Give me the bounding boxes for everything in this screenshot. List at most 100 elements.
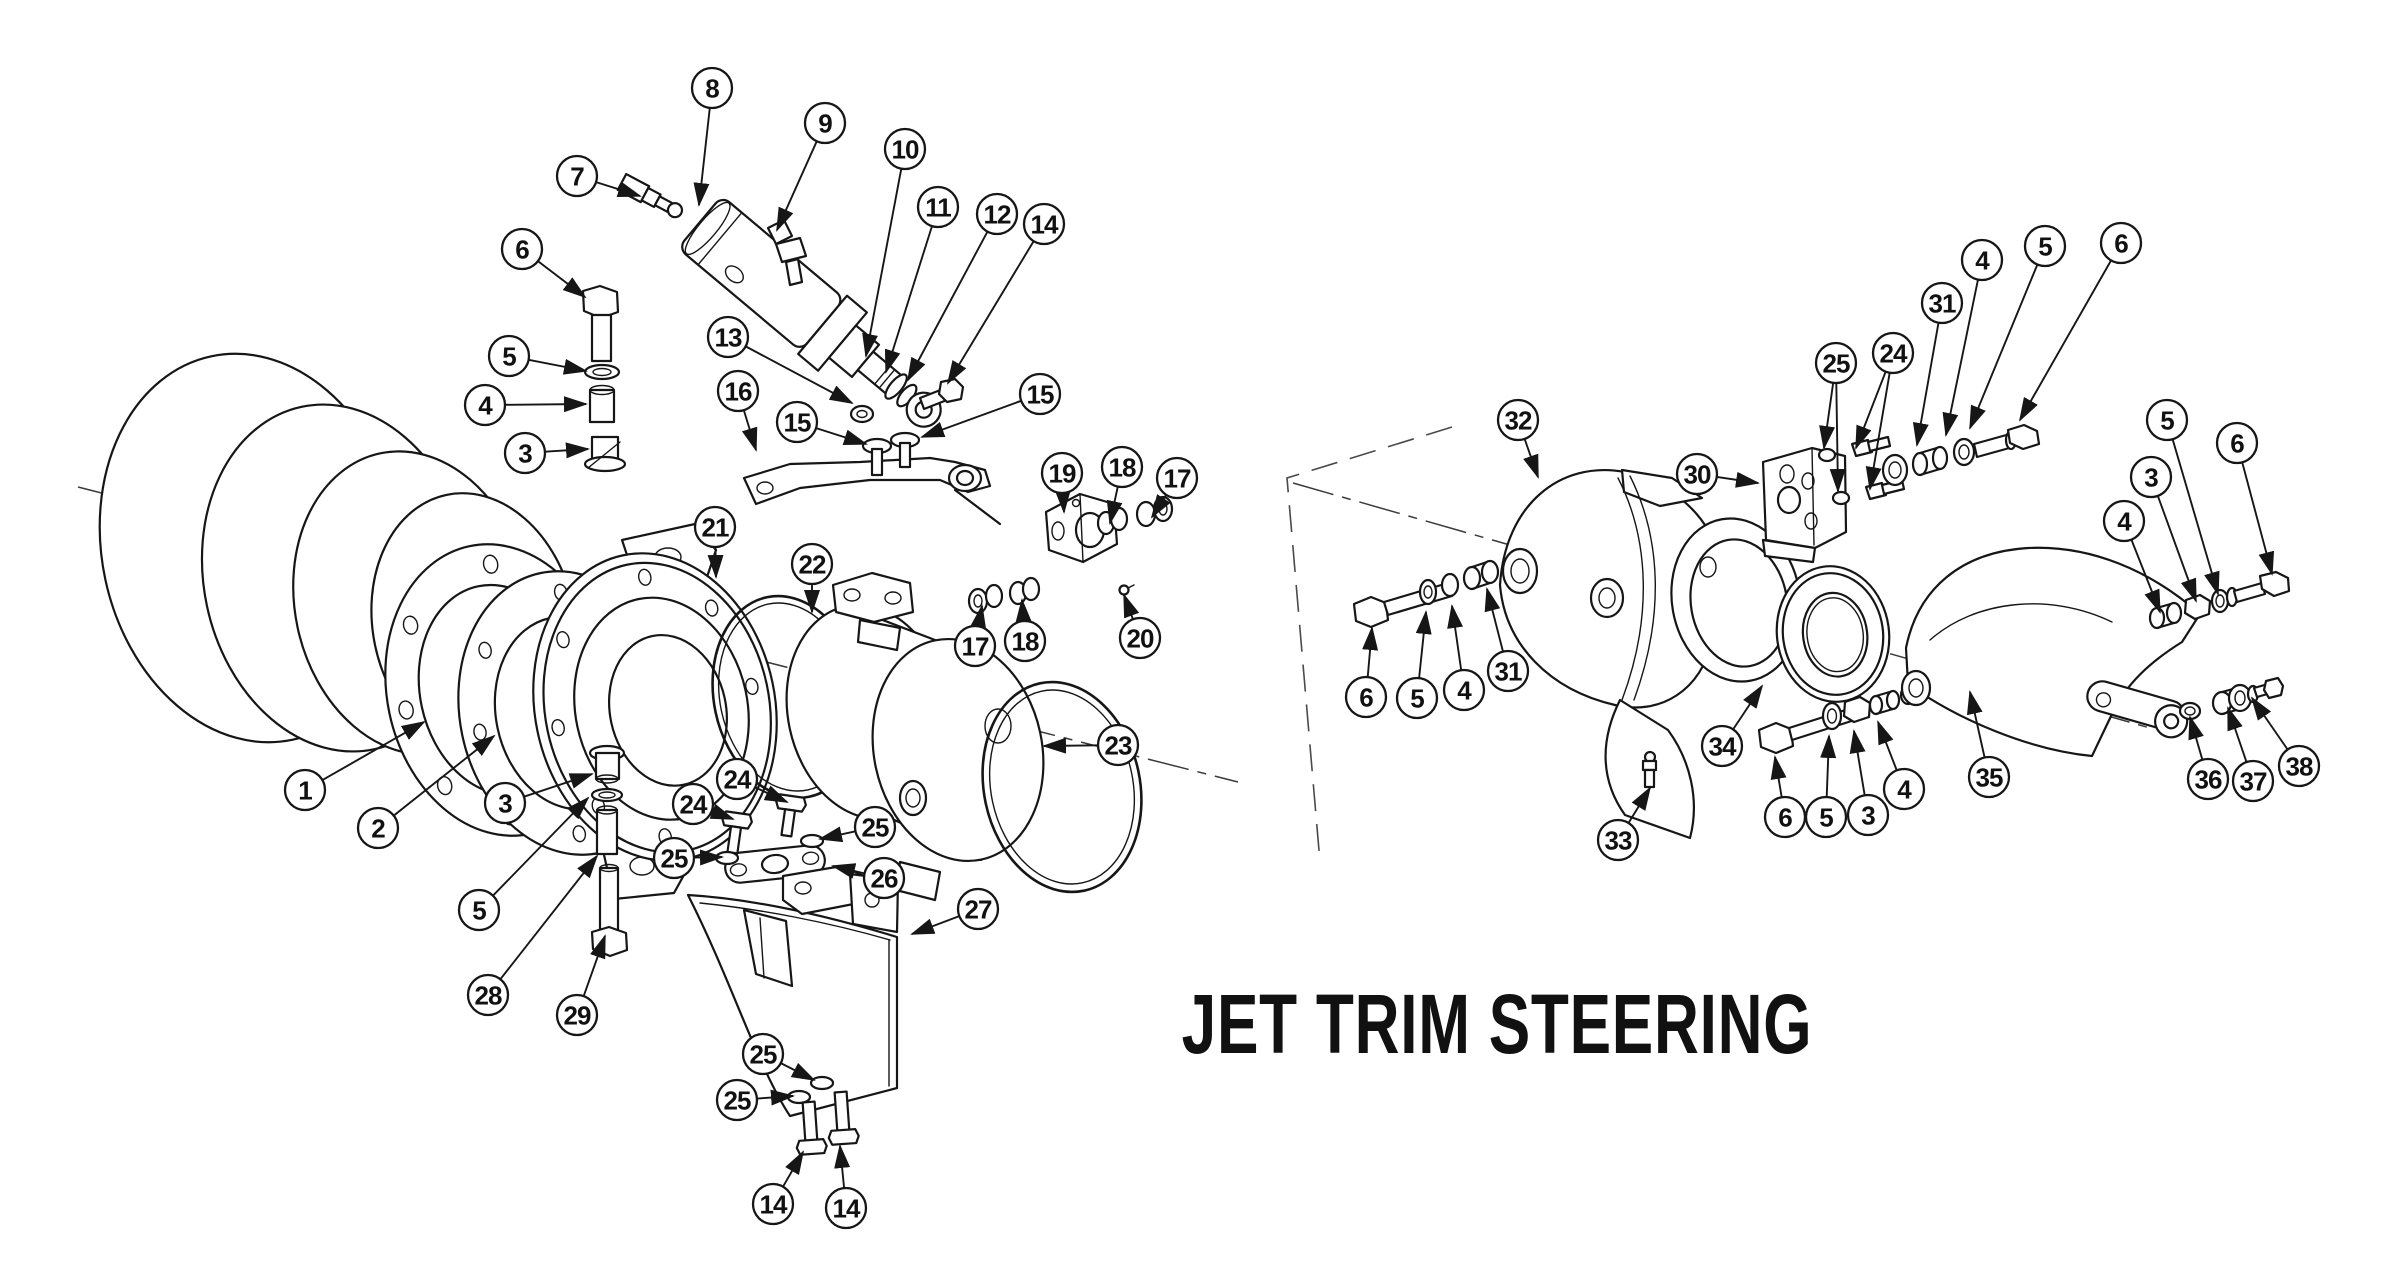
callout-6: 6: [1344, 626, 1388, 719]
callout-circle-34: [1700, 724, 1744, 768]
callout-number-27: 27: [965, 895, 992, 925]
callout-25: 25: [715, 1078, 795, 1122]
bushing-18-lower: [1008, 576, 1041, 606]
callout-18: 18: [1003, 598, 1047, 663]
callout-number-25: 25: [750, 1040, 777, 1070]
callout-11: 11: [884, 185, 960, 374]
callout-circle-25: [1814, 341, 1858, 385]
fitting-17-lower: [967, 583, 1004, 615]
leader-line-34: [1732, 684, 1764, 730]
callout-number-20: 20: [1127, 624, 1154, 654]
leader-line-5: [1415, 610, 1432, 679]
callout-6: 6: [2215, 421, 2275, 576]
callout-14: 14: [946, 202, 1066, 385]
callout-number-5: 5: [1819, 803, 1833, 833]
callout-circle-3: [503, 431, 547, 475]
callout-number-31: 31: [1495, 657, 1522, 687]
callout-circle-21: [693, 505, 737, 549]
leader-line-3: [544, 442, 590, 459]
hardware-stack-lower: [588, 744, 629, 958]
callout-circle-26: [862, 856, 906, 900]
flat-screw-15a: [861, 437, 893, 477]
callout-circle-4: [1442, 668, 1486, 712]
callout-number-4: 4: [1975, 246, 1990, 276]
leader-line-14: [834, 1144, 851, 1189]
leader-line-29: [582, 934, 606, 997]
callout-number-5: 5: [472, 896, 486, 926]
callout-5: 5: [1395, 610, 1439, 720]
leader-line-26: [831, 863, 865, 879]
leader-line-5: [1969, 264, 2039, 430]
callout-number-33: 33: [1605, 826, 1632, 856]
callout-number-6: 6: [2230, 429, 2244, 459]
callout-number-24: 24: [1880, 339, 1908, 369]
housing-boss-left: [1501, 547, 1539, 595]
callout-circle-14: [751, 1182, 795, 1226]
callout-circle-19: [1040, 451, 1084, 495]
leader-line-5: [1820, 734, 1837, 798]
callout-circle-6: [500, 227, 544, 271]
callout-number-22: 22: [799, 550, 826, 580]
callout-3: 3: [2129, 455, 2197, 603]
leader-line-23: [1042, 737, 1099, 754]
left-bolt-cluster: [1352, 559, 1500, 629]
callout-37: 37: [2227, 706, 2275, 803]
callout-3: 3: [503, 431, 590, 475]
callout-number-10: 10: [892, 135, 919, 165]
callout-circle-3: [1846, 793, 1890, 837]
leader-line-4: [2130, 539, 2161, 614]
washer-36: [2178, 701, 2202, 721]
callout-number-25: 25: [862, 813, 889, 843]
leader-line-37: [2227, 706, 2248, 763]
drum-top-ears: [831, 571, 915, 624]
callout-5: 5: [1804, 734, 1848, 839]
flat-screw-15b: [889, 431, 921, 469]
callout-circle-14: [1022, 202, 1066, 246]
callout-circle-11: [916, 185, 960, 229]
callout-17: 17: [953, 604, 997, 668]
callout-number-1: 1: [298, 776, 312, 806]
leader-line-4: [1877, 720, 1898, 771]
callout-32: 32: [1496, 398, 1540, 479]
leader-line-33: [1627, 786, 1652, 824]
nut-3c: [2183, 593, 2212, 621]
callout-36: 36: [2186, 715, 2230, 801]
callout-circle-5: [487, 334, 531, 378]
callout-number-3: 3: [498, 789, 512, 819]
leader-line-25: [693, 849, 724, 866]
spacer-31: [1911, 445, 1949, 477]
leader-line-12: [907, 231, 989, 382]
callout-circle-25: [715, 1078, 759, 1122]
leader-line-3: [2156, 495, 2197, 603]
trim-nozzle-35: [1900, 546, 2285, 758]
leader-line-35: [1966, 690, 1986, 758]
o-ring-23: [981, 680, 1143, 894]
callout-number-15: 15: [1027, 380, 1054, 410]
leader-line-4: [1942, 279, 1979, 437]
callout-4: 4: [1942, 238, 2004, 437]
callout-circle-4: [1882, 767, 1926, 811]
bolt-head-29: [590, 925, 629, 958]
cable-clamp-19: [967, 492, 1174, 615]
washer-5d: [2210, 588, 2230, 614]
leader-line-17: [1150, 494, 1171, 519]
callout-5: 5: [457, 796, 590, 932]
callout-circle-30: [1675, 452, 1719, 496]
trim-plate-27: [686, 864, 900, 1118]
callout-16: 16: [716, 369, 760, 452]
callout-circle-28: [466, 973, 510, 1017]
bolt-38: [2246, 676, 2285, 704]
leader-line-11: [884, 225, 933, 374]
callout-33: 33: [1596, 786, 1652, 862]
callout-21: 21: [693, 505, 737, 579]
callout-22: 22: [790, 542, 834, 614]
callout-number-12: 12: [984, 200, 1011, 230]
callout-29: 29: [555, 934, 606, 1037]
callout-24: 24: [715, 757, 789, 803]
callout-31: 31: [1484, 587, 1530, 693]
centerline-left-assembly: [77, 486, 1239, 783]
diagram-title: JET TRIM STEERING: [1182, 977, 1813, 1071]
callout-30: 30: [1675, 452, 1760, 496]
callout-5: 5: [487, 334, 588, 378]
